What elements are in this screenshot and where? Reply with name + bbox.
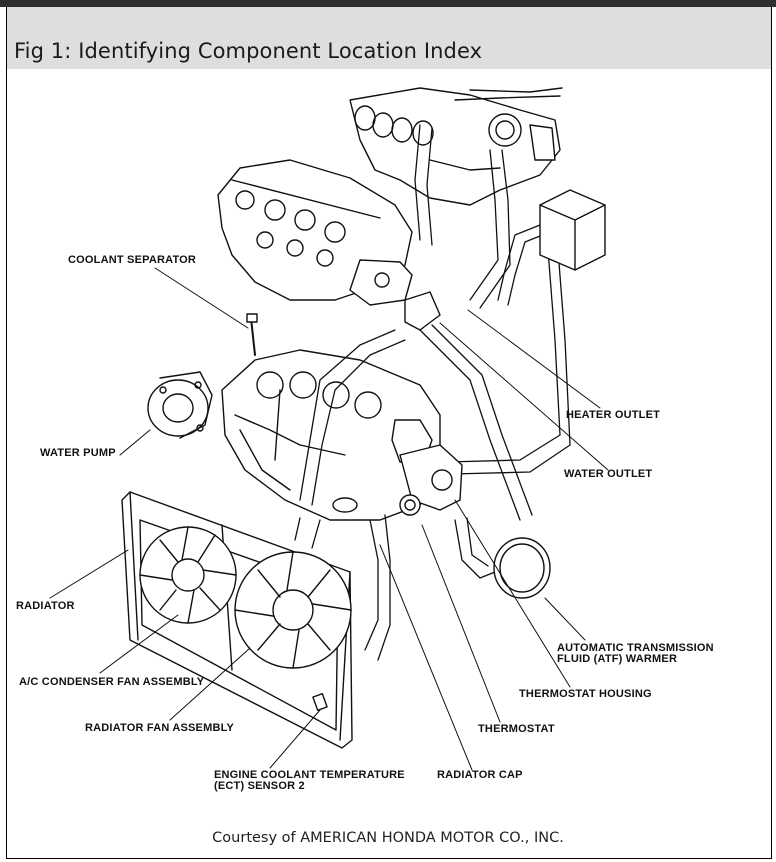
heater-core-box: [539, 189, 606, 271]
water-pump-part: [147, 371, 213, 439]
label-radiator-fan-assembly: RADIATOR FAN ASSEMBLY: [85, 722, 235, 734]
label-thermostat: THERMOSTAT: [478, 723, 555, 735]
atf-warmer-part: [493, 537, 551, 599]
figure-title: Fig 1: Identifying Component Location In…: [14, 39, 483, 63]
radiator-cap-part: [332, 497, 358, 513]
thermostat-housing-part: [399, 291, 463, 516]
figure-caption: Courtesy of AMERICAN HONDA MOTOR CO., IN…: [212, 830, 564, 846]
coolant-separator-part: [246, 313, 258, 356]
label-radiator-cap: RADIATOR CAP: [437, 769, 523, 781]
label-water-outlet: WATER OUTLET: [564, 468, 653, 480]
leader-lines: [49, 267, 609, 771]
label-ac-condenser-fan-assembly: A/C CONDENSER FAN ASSEMBLY: [19, 676, 205, 688]
label-atf-warmer-line1: AUTOMATIC TRANSMISSION: [557, 642, 714, 654]
label-thermostat-housing: THERMOSTAT HOUSING: [519, 688, 652, 700]
label-ect-sensor-line1: ENGINE COOLANT TEMPERATURE: [214, 769, 405, 781]
engine-block: [221, 349, 441, 521]
label-radiator: RADIATOR: [16, 600, 75, 612]
ect-sensor-part: [312, 693, 328, 711]
fan-assemblies: [139, 526, 352, 669]
cylinder-head: [217, 159, 413, 306]
intake-manifold: [349, 87, 563, 206]
coolant-hoses: [294, 124, 571, 661]
label-heater-outlet: HEATER OUTLET: [566, 409, 661, 421]
label-water-pump: WATER PUMP: [40, 447, 116, 459]
top-border-bar: [0, 0, 776, 7]
figure-frame: [6, 7, 772, 859]
label-coolant-separator: COOLANT SEPARATOR: [68, 254, 197, 266]
label-ect-sensor-line2: (ECT) SENSOR 2: [214, 780, 305, 792]
label-atf-warmer-line2: FLUID (ATF) WARMER: [557, 653, 678, 665]
figure-header: [7, 7, 771, 69]
